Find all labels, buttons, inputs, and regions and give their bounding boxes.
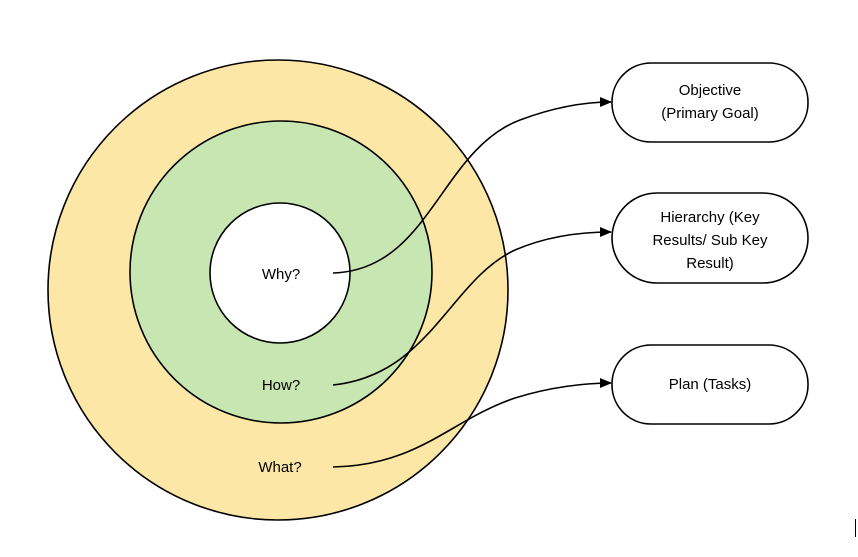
objective-line-1: Objective [679,82,742,99]
objective-line-2: (Primary Goal) [661,105,759,122]
how-to-hierarchy-arrow [332,227,612,386]
hierarchy-line-3: Result) [686,255,734,272]
how-label: How? [262,377,300,394]
hierarchy-box [611,192,809,284]
why-to-objective-arrow [332,97,612,274]
plan-line-1: Plan (Tasks) [669,376,752,393]
text-cursor-mark [855,519,856,537]
why-circle [209,202,351,344]
what-label: What? [258,459,301,476]
why-label: Why? [262,266,300,283]
objective-box [611,62,809,143]
hierarchy-line-1: Hierarchy (Key [660,209,760,226]
what-to-plan-arrow [332,378,612,468]
plan-box [611,344,809,425]
hierarchy-line-2: Results/ Sub Key [652,232,768,249]
